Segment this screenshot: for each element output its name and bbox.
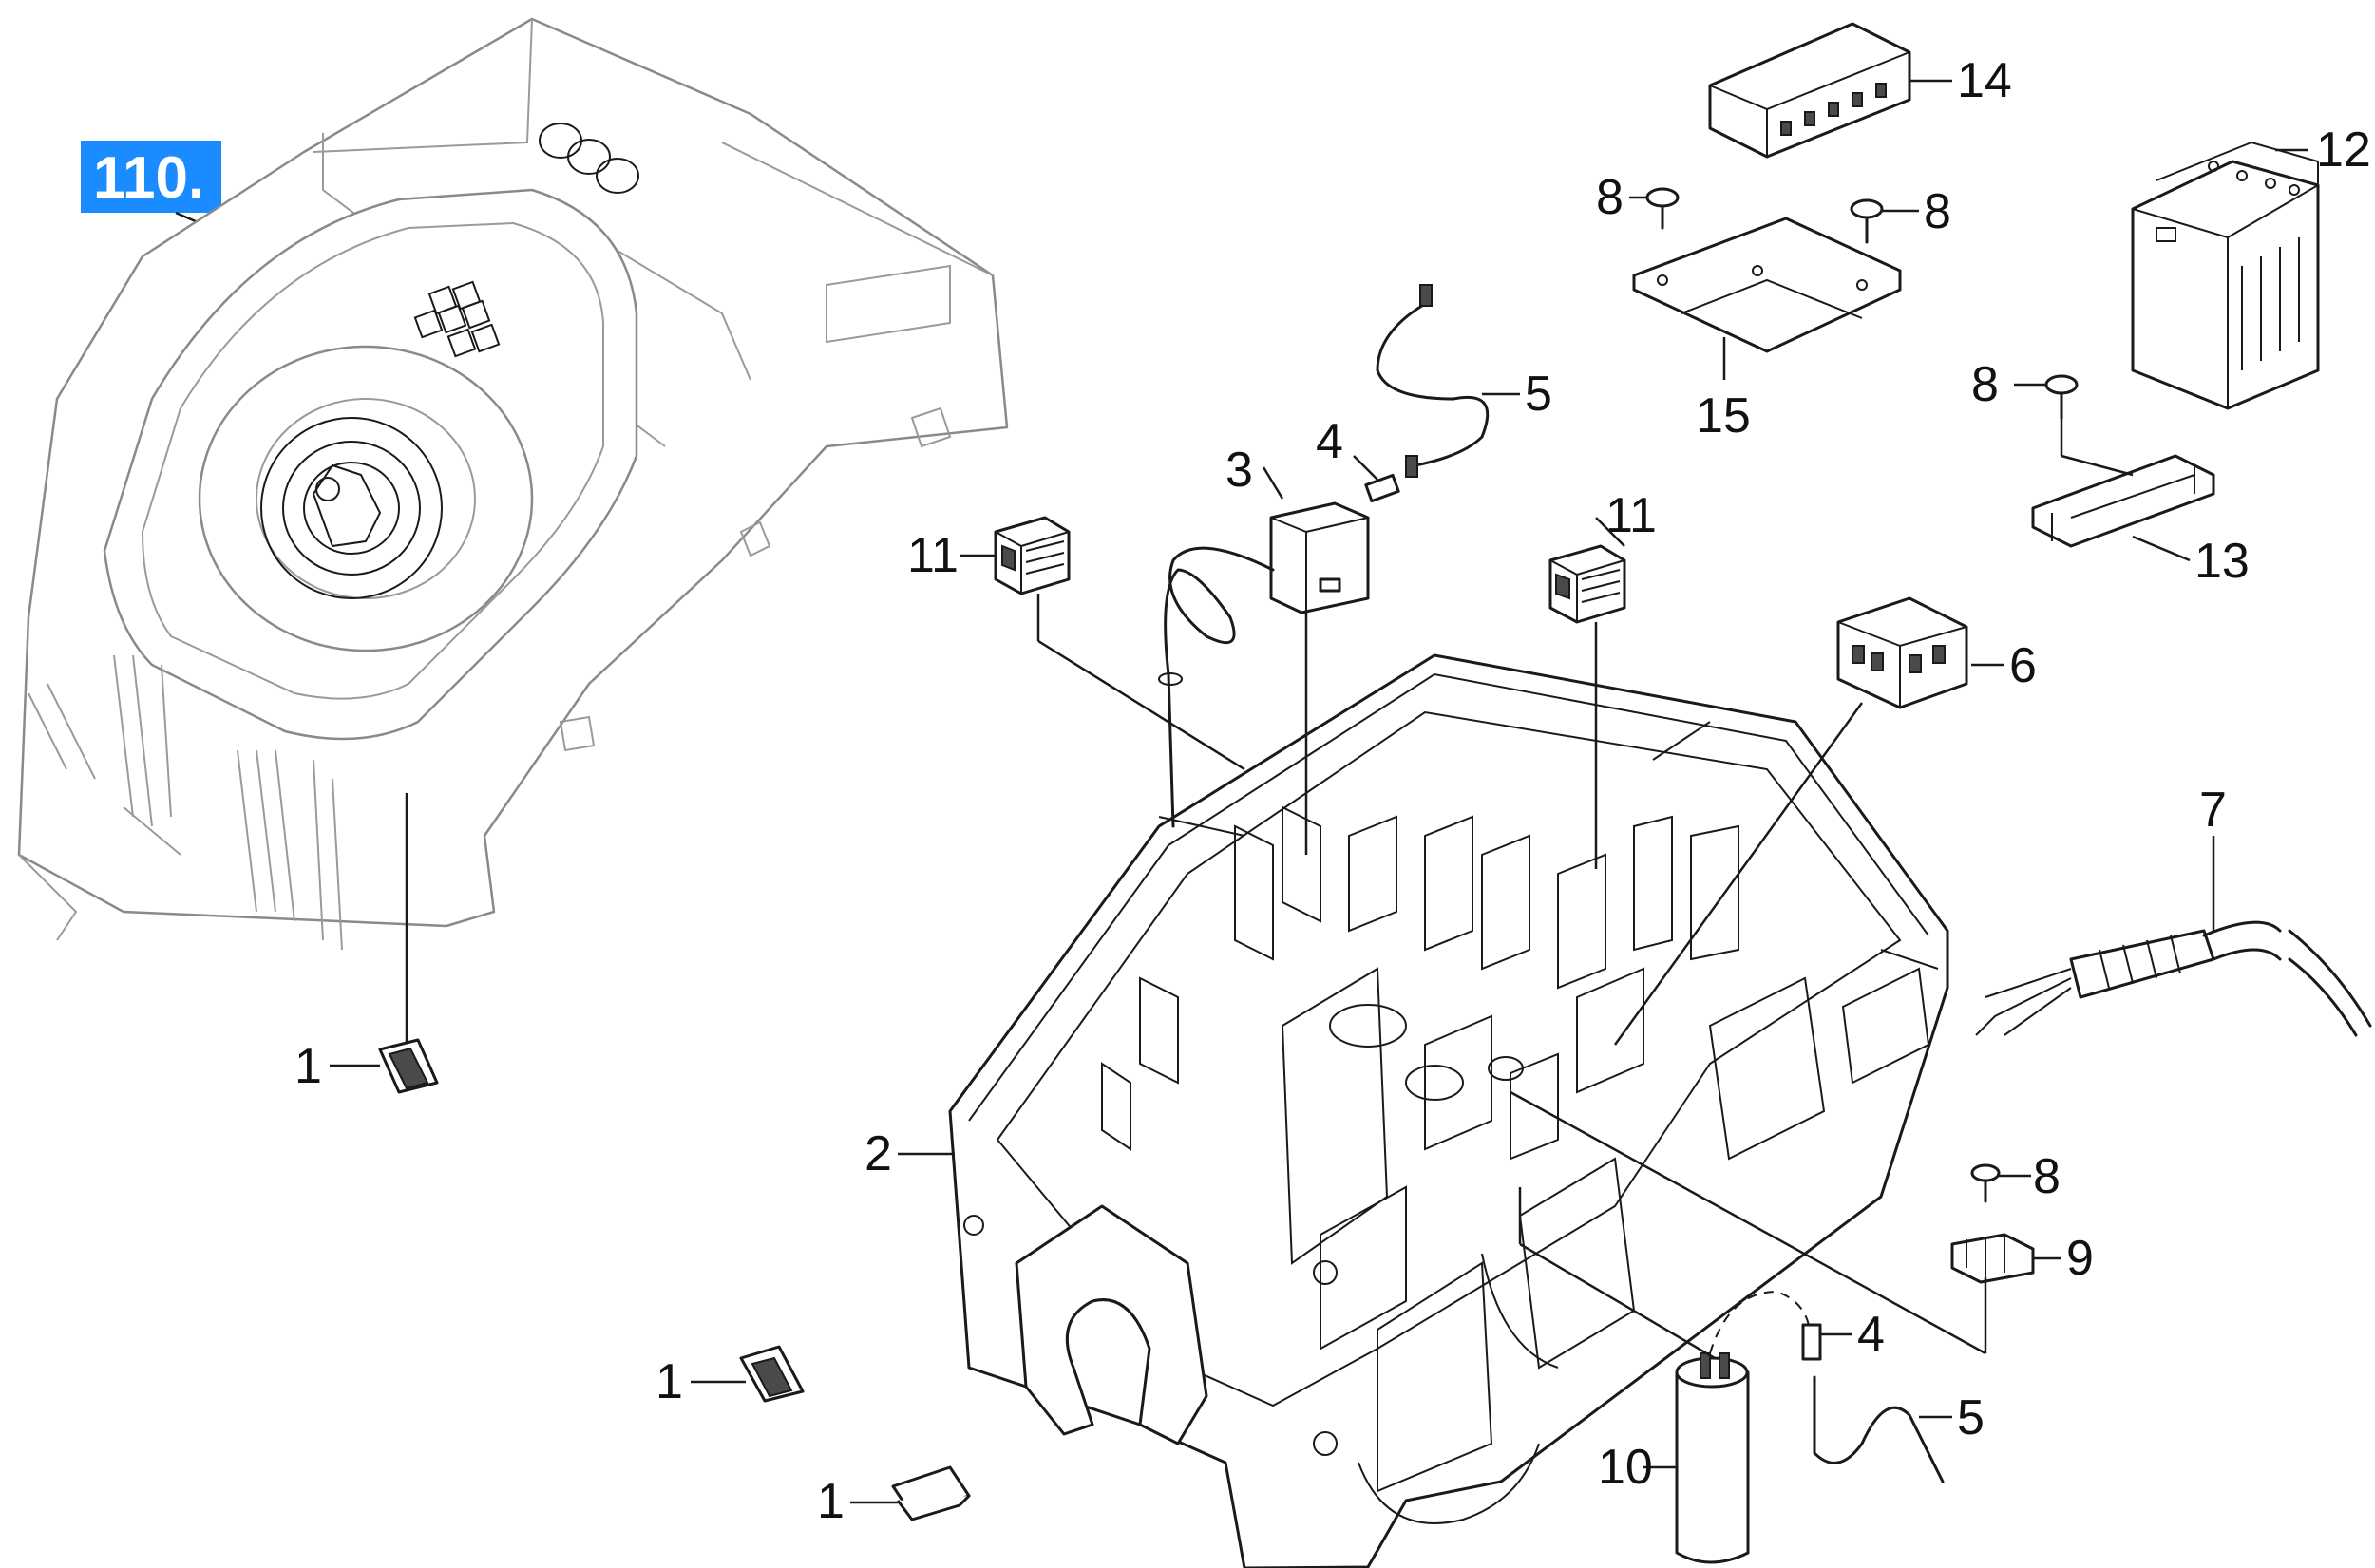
leader-11b <box>1595 517 1625 547</box>
mounting-plate-part-15 <box>1632 217 1902 353</box>
callout-9: 9 <box>2066 1231 2094 1286</box>
leader-3a <box>1262 466 1284 500</box>
clip-part-1b <box>739 1345 805 1403</box>
callout-8d: 8 <box>2033 1149 2061 1204</box>
leader-13b <box>2061 454 2134 477</box>
wire-part-5a <box>1376 284 1490 478</box>
wire-part-5b <box>1813 1375 1945 1483</box>
terminal-part-11a <box>994 516 1071 595</box>
connector-part-4a <box>1364 473 1400 503</box>
clamp-part-9 <box>1950 1233 2035 1284</box>
callout-15: 15 <box>1696 388 1751 444</box>
callout-12: 12 <box>2316 123 2371 178</box>
screw-part-8d <box>1970 1163 2001 1203</box>
leader-4a <box>1353 455 1378 481</box>
grid-logo-icon <box>413 280 501 358</box>
callout-1b: 1 <box>656 1354 683 1409</box>
leader-11a-c <box>1037 639 1245 771</box>
screw-part-8a <box>1645 187 1680 230</box>
callout-5a: 5 <box>1525 367 1552 422</box>
terminal-part-11b <box>1548 544 1626 624</box>
terminal-strip-part-14 <box>1708 22 1911 159</box>
clip-part-1c <box>891 1465 971 1521</box>
power-cord-part-7 <box>1975 920 2372 1037</box>
callout-7: 7 <box>2199 783 2227 838</box>
callout-5b: 5 <box>1957 1390 1985 1445</box>
callout-11a: 11 <box>907 528 959 583</box>
callout-14: 14 <box>1957 53 2012 108</box>
cover-housing <box>17 17 1009 951</box>
callout-8c: 8 <box>1971 357 1999 412</box>
callout-4a: 4 <box>1316 414 1343 469</box>
callout-11b: 11 <box>1606 488 1657 543</box>
screw-part-8b <box>1850 198 1884 244</box>
screw-part-8c <box>2044 374 2079 420</box>
clip-part-1a <box>378 1038 439 1094</box>
callout-1a: 1 <box>294 1039 322 1094</box>
leader-6b <box>1613 702 1864 1046</box>
callout-8a: 8 <box>1596 170 1624 225</box>
assembly-badge[interactable]: 110. <box>81 141 221 213</box>
callout-8b: 8 <box>1924 184 1951 239</box>
leader-10b <box>1519 1242 1716 1360</box>
leader-13c <box>2132 535 2191 562</box>
din-rail-part-13 <box>2031 454 2215 548</box>
contactor-part-12 <box>2131 141 2320 410</box>
callout-10: 10 <box>1598 1440 1653 1495</box>
callout-1c: 1 <box>817 1474 845 1529</box>
thermostat-part-3 <box>1158 501 1370 828</box>
badge-background <box>81 141 221 213</box>
connector-part-4b <box>1801 1323 1822 1361</box>
callout-4b: 4 <box>1857 1307 1885 1362</box>
badge-label: 110. <box>93 145 204 211</box>
callout-13: 13 <box>2194 534 2250 589</box>
callout-3: 3 <box>1226 443 1253 498</box>
callout-6: 6 <box>2009 638 2037 693</box>
leader-9c <box>1510 1090 1986 1355</box>
capacitor-part-10 <box>1675 1290 1811 1564</box>
terminal-block-part-6 <box>1836 596 1968 709</box>
callout-2: 2 <box>864 1126 892 1181</box>
